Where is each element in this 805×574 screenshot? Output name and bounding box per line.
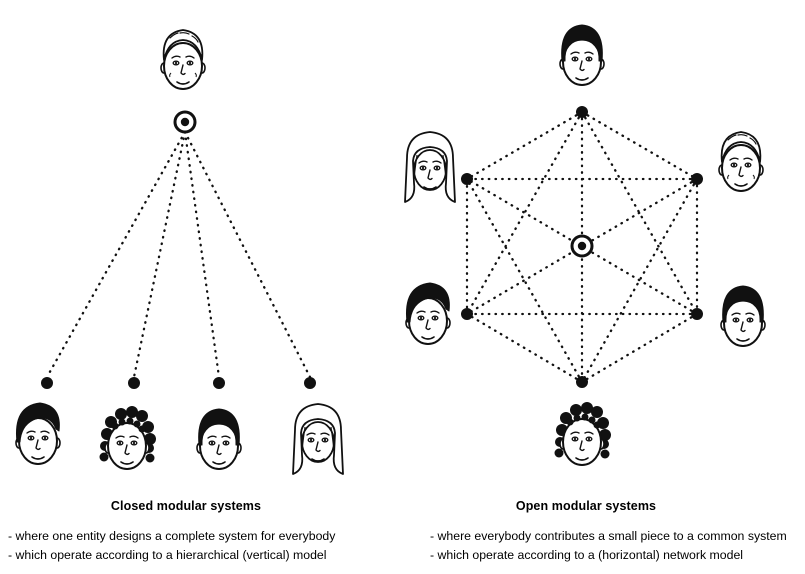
bullet-line: - which operate according to a (horizont… bbox=[430, 548, 744, 563]
leaf-nodes bbox=[41, 377, 316, 389]
leaf-node bbox=[128, 377, 140, 389]
person-face-icon bbox=[555, 402, 612, 465]
person-face-icon bbox=[560, 25, 604, 85]
person-face-icon bbox=[16, 403, 60, 464]
person-face-icon bbox=[721, 286, 765, 346]
bullet-line: - where everybody contributes a small pi… bbox=[430, 529, 787, 543]
connection-line bbox=[580, 177, 699, 384]
connection-line bbox=[45, 130, 187, 379]
connection-line bbox=[465, 312, 584, 384]
network-node bbox=[461, 173, 473, 185]
connection-line bbox=[183, 130, 312, 379]
bullet-line: - where one entity designs a complete sy… bbox=[8, 529, 336, 543]
closed-system-connections bbox=[45, 130, 312, 379]
connection-line bbox=[580, 110, 699, 316]
person-face-icon bbox=[406, 283, 450, 344]
network-node bbox=[576, 106, 588, 118]
network-nodes bbox=[461, 106, 703, 388]
connection-line bbox=[465, 110, 584, 316]
person-face-icon bbox=[405, 132, 455, 202]
person-face-icon bbox=[100, 406, 157, 469]
network-node bbox=[461, 308, 473, 320]
connection-line bbox=[465, 177, 584, 384]
connection-line bbox=[580, 110, 699, 181]
closed-system-diagram bbox=[16, 30, 343, 474]
hub-node bbox=[570, 234, 594, 258]
person-face-icon bbox=[161, 30, 205, 89]
connection-line bbox=[580, 312, 699, 384]
connection-line bbox=[465, 110, 584, 181]
person-face-icon bbox=[197, 409, 241, 469]
network-node bbox=[576, 376, 588, 388]
bullet-line: - which operate according to a hierarchi… bbox=[8, 548, 327, 563]
closed-system-bullets: - where one entity designs a complete sy… bbox=[8, 527, 335, 565]
open-system-bullets: - where everybody contributes a small pi… bbox=[430, 527, 787, 565]
network-node bbox=[691, 308, 703, 320]
open-system-title: Open modular systems bbox=[515, 499, 657, 513]
network-node bbox=[691, 173, 703, 185]
connection-line bbox=[132, 130, 187, 379]
connection-line bbox=[183, 130, 221, 379]
open-system-diagram bbox=[405, 25, 765, 465]
leaf-node bbox=[213, 377, 225, 389]
closed-system-title: Closed modular systems bbox=[110, 499, 262, 513]
person-face-icon bbox=[719, 132, 763, 191]
person-face-icon bbox=[293, 404, 343, 474]
leaf-node bbox=[304, 377, 316, 389]
leaf-node bbox=[41, 377, 53, 389]
hub-node bbox=[173, 110, 197, 134]
